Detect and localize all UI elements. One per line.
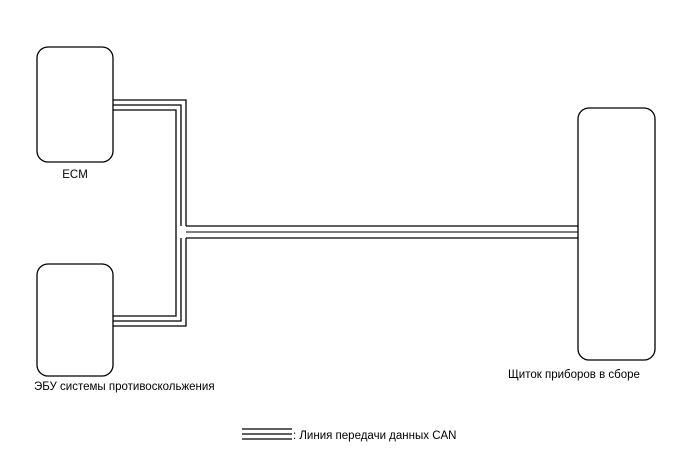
legend-line-symbol [242, 428, 292, 440]
can-line-abs-outer [113, 238, 187, 327]
can-bus-lines [113, 99, 578, 327]
abs-ecu-box [36, 263, 114, 377]
combination-meter-label: Щиток приборов в сборе [508, 369, 640, 381]
abs-ecu-label: ЭБУ системы противоскольжения [34, 381, 215, 393]
can-line-ecm-inner [113, 109, 177, 226]
can-line-abs-inner [113, 238, 177, 317]
ecm-box [36, 46, 114, 163]
can-line-abs-mid [113, 238, 182, 322]
legend: : Линия передачи данных CAN [242, 428, 456, 442]
can-line-ecm-mid [113, 104, 182, 226]
ecm-label: ECM [62, 169, 88, 181]
combination-meter-box [577, 107, 656, 361]
legend-text: : Линия передачи данных CAN [293, 430, 456, 442]
can-line-ecm-outer [113, 99, 187, 226]
